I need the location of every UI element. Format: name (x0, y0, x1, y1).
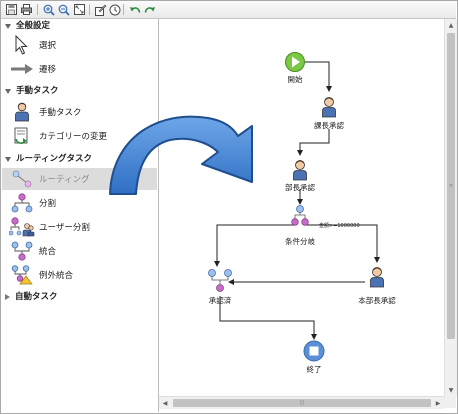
palette-item-label: 統合 (39, 247, 57, 257)
palette-group-general[interactable]: 全般設定 (5, 19, 50, 33)
horizontal-scroll-thumb[interactable]: ||| (173, 399, 431, 407)
palette-group-label: 手動タスク (16, 86, 59, 96)
transition-connectors[interactable] (214, 61, 380, 340)
task-palette: 全般設定 選択 遷移 手動タスク 手動タスク カテゴリーの変更 ルーティングタス… (1, 19, 159, 412)
palette-item-label: 選択 (39, 41, 57, 51)
zoom-out-icon[interactable] (57, 3, 70, 16)
undo-icon[interactable] (128, 3, 141, 16)
node-label-start: 開始 (287, 75, 303, 84)
palette-item-label: ユーザー分割 (39, 223, 90, 233)
redo-icon[interactable] (143, 3, 156, 16)
print-icon[interactable] (20, 3, 33, 16)
node-label-condition-branch: 条件分岐 (285, 237, 315, 246)
merge-node-approved[interactable] (208, 269, 232, 292)
workflow-diagram (208, 52, 384, 362)
user-split-icon (9, 216, 35, 238)
approval-node-hq-head[interactable] (370, 267, 384, 288)
split-icon (9, 192, 35, 214)
palette-item-split[interactable]: 分割 (9, 192, 157, 214)
expand-arrow-icon[interactable] (5, 156, 11, 162)
drag-hint-arrow-icon (109, 115, 253, 195)
palette-item-exception-merge[interactable]: 例外統合 (9, 264, 157, 286)
scroll-right-icon[interactable]: ▶ (435, 399, 441, 407)
node-label-section-chief: 課長承認 (314, 121, 344, 130)
save-icon[interactable] (5, 3, 18, 16)
pointer-icon (9, 34, 35, 56)
palette-item-label: ルーティング (39, 175, 90, 185)
routing-icon (9, 168, 35, 190)
horizontal-scrollbar[interactable]: ◀ ||| ▶ (159, 396, 444, 409)
start-node[interactable] (285, 52, 305, 72)
palette-group-auto-task[interactable]: 自動タスク (5, 290, 58, 304)
approval-node-section-chief[interactable] (322, 97, 336, 118)
palette-item-user-split[interactable]: ユーザー分割 (9, 216, 157, 238)
vertical-scroll-thumb[interactable]: ≡ (447, 33, 455, 339)
palette-group-routing-task[interactable]: ルーティングタスク (5, 152, 92, 166)
node-label-end: 終了 (306, 365, 322, 374)
palette-item-transition[interactable]: 遷移 (9, 58, 157, 80)
merge-icon (9, 240, 35, 262)
workflow-canvas[interactable]: 開始 課長承認 部長承認 条件分岐 金額>=1000000 本部長承認 承認済 … (159, 19, 444, 396)
palette-group-label: 全般設定 (16, 21, 51, 31)
node-label-hq-head: 本部長承認 (358, 296, 396, 305)
palette-item-label: カテゴリーの変更 (39, 132, 108, 142)
expand-arrow-icon[interactable] (5, 88, 11, 94)
toolbar (1, 1, 456, 19)
scroll-down-icon[interactable]: ▼ (448, 386, 454, 394)
expand-arrow-icon[interactable] (5, 294, 10, 300)
person-icon (9, 101, 35, 123)
approval-node-department-head[interactable] (293, 160, 307, 181)
expand-arrow-icon[interactable] (5, 23, 11, 29)
palette-item-label: 分割 (39, 199, 57, 209)
palette-item-manual-task[interactable]: 手動タスク (9, 101, 157, 123)
palette-group-label: ルーティングタスク (16, 154, 92, 164)
fit-page-icon[interactable] (73, 3, 86, 16)
node-label-department-head: 部長承認 (285, 183, 315, 192)
page-setup-icon[interactable] (94, 3, 107, 16)
palette-item-category-change[interactable]: カテゴリーの変更 (9, 125, 157, 147)
node-label-approved: 承認済 (208, 296, 232, 305)
condition-label: 金額>=1000000 (319, 223, 360, 229)
palette-item-label: 例外統合 (39, 271, 74, 281)
condition-branch-node[interactable] (291, 205, 309, 226)
timer-icon[interactable] (108, 3, 121, 16)
scrollbar-corner (444, 396, 456, 408)
palette-group-manual-task[interactable]: 手動タスク (5, 84, 59, 98)
end-node[interactable] (303, 340, 325, 362)
transition-arrow-icon (9, 58, 35, 80)
palette-item-label: 手動タスク (39, 108, 82, 118)
vertical-scrollbar[interactable]: ▲ ≡ ▼ (444, 19, 457, 396)
palette-item-select[interactable]: 選択 (9, 34, 157, 56)
scroll-up-icon[interactable]: ▲ (448, 21, 454, 29)
scroll-left-icon[interactable]: ◀ (162, 399, 168, 407)
zoom-in-icon[interactable] (42, 3, 55, 16)
category-change-icon (9, 125, 35, 147)
exception-merge-icon (9, 264, 35, 286)
palette-item-merge[interactable]: 統合 (9, 240, 157, 262)
palette-group-label: 自動タスク (15, 292, 58, 302)
palette-item-label: 遷移 (39, 65, 57, 75)
